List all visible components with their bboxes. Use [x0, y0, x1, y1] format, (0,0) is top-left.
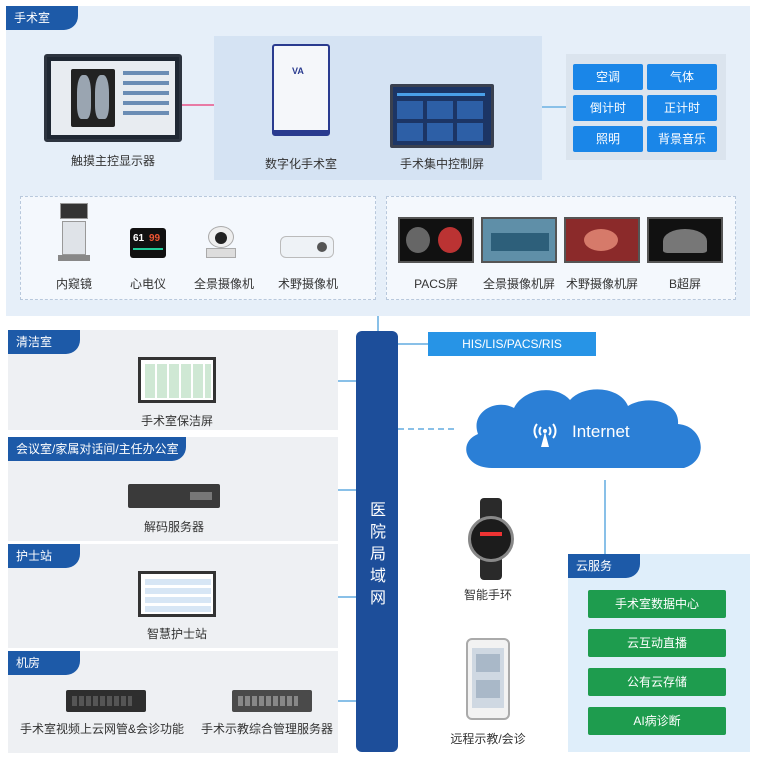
central-screen-label: 手术集中控制屏: [399, 157, 484, 171]
phone-image: [466, 638, 510, 720]
nurse-station-image: [138, 571, 216, 617]
smart-watch-label: 智能手环: [463, 588, 512, 602]
video-cloud-server-label: 手术室视频上云网管&会诊功能: [19, 722, 184, 736]
screen-label-field: 术野摄像机屏: [565, 277, 638, 291]
touch-display-label: 触摸主控显示器: [70, 154, 155, 168]
countup-button[interactable]: 正计时: [647, 95, 717, 121]
ultrasound-screen-image: [647, 217, 723, 263]
meeting-room-tag: 会议室/家属对话间/主任办公室: [8, 437, 186, 461]
cleaning-screen-label: 手术室保洁屏: [140, 414, 213, 428]
bg-music-button[interactable]: 背景音乐: [647, 126, 717, 152]
ecg-monitor-image: 61 99: [130, 228, 166, 258]
connector-line: [338, 596, 358, 598]
panoramic-camera-image: [206, 226, 236, 260]
digital-or-cabinet-image: VA: [272, 44, 330, 136]
touch-display-image: [44, 54, 182, 142]
decoding-server-image: [128, 484, 220, 508]
cloud-item-data-center[interactable]: 手术室数据中心: [588, 590, 726, 618]
connector-line: [542, 106, 566, 108]
field-camera-image: [280, 236, 334, 258]
screen-label-pacs: PACS屏: [414, 277, 458, 291]
cloud-item-ai[interactable]: AI病诊断: [588, 707, 726, 735]
smart-watch-image: [468, 498, 514, 580]
endoscope-image: [56, 203, 92, 265]
lighting-button[interactable]: 照明: [573, 126, 643, 152]
gas-button[interactable]: 气体: [647, 64, 717, 90]
connector-line: [377, 316, 379, 332]
decoding-server-label: 解码服务器: [143, 520, 204, 534]
cloud-item-live[interactable]: 云互动直播: [588, 629, 726, 657]
cleaning-screen-image: [138, 357, 216, 403]
device-label-endoscope: 内窥镜: [55, 277, 92, 291]
internet-line: [398, 428, 454, 430]
ecg-value-2: 99: [149, 233, 161, 244]
phone-label: 远程示教/会诊: [450, 732, 526, 746]
connector-line: [338, 380, 358, 382]
pacs-screen-image: [398, 217, 474, 263]
connector-line: [338, 700, 358, 702]
device-label-panoramic-camera: 全景摄像机: [193, 277, 254, 291]
connector-line: [182, 104, 214, 106]
digital-or-label: 数字化手术室: [264, 157, 337, 171]
connector-line: [338, 489, 358, 491]
screen-label-panoramic: 全景摄像机屏: [482, 277, 555, 291]
screen-label-ultrasound: B超屏: [668, 277, 701, 291]
teaching-server-label: 手术示教综合管理服务器: [200, 722, 333, 736]
cleaning-room-tag: 清洁室: [8, 330, 80, 354]
hospital-lan-label: 医院局域网: [370, 502, 387, 607]
internet-label: Internet: [572, 422, 630, 441]
field-screen-image: [564, 217, 640, 263]
panoramic-screen-image: [481, 217, 557, 263]
nurse-station-tag: 护士站: [8, 544, 80, 568]
cloud-item-storage[interactable]: 公有云存储: [588, 668, 726, 696]
connector-line: [398, 343, 428, 345]
cloud-service-tag: 云服务: [568, 554, 640, 578]
countdown-button[interactable]: 倒计时: [573, 95, 643, 121]
machine-room-tag: 机房: [8, 651, 80, 675]
video-cloud-server-image: [66, 690, 146, 712]
internet-cloud: [466, 389, 701, 468]
connector-line: [604, 480, 606, 554]
ecg-value-1: 61: [133, 233, 145, 244]
his-lis-pacs-ris-tag: HIS/LIS/PACS/RIS: [428, 332, 596, 356]
hospital-lan-bar: [356, 331, 398, 752]
wifi-tower-icon: [528, 414, 562, 448]
teaching-server-image: [232, 690, 312, 712]
device-label-ecg: 心电仪: [129, 277, 166, 291]
central-screen-image: [390, 84, 494, 148]
operating-room-tag: 手术室: [6, 6, 78, 30]
aircon-button[interactable]: 空调: [573, 64, 643, 90]
nurse-station-label: 智慧护士站: [146, 627, 207, 641]
device-label-field-camera: 术野摄像机: [277, 277, 338, 291]
